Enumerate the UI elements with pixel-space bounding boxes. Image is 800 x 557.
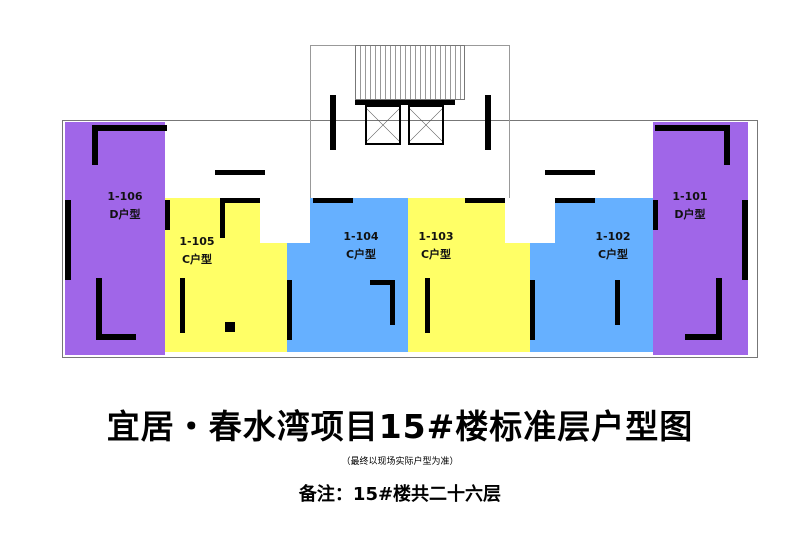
- light-well-right: [505, 198, 555, 243]
- plan-subtitle: （最终以现场实际户型为准）: [341, 457, 459, 467]
- plan-title: 宜居・春水湾项目15#楼标准层户型图: [106, 407, 694, 446]
- elevator-right: [408, 105, 444, 145]
- staircase: [355, 45, 465, 100]
- elevator-left: [365, 105, 401, 145]
- unit-1-101[interactable]: [653, 122, 748, 355]
- plan-note: 备注：15#楼共二十六层: [298, 484, 502, 505]
- unit-1-106[interactable]: [65, 122, 165, 355]
- light-well-left: [260, 198, 310, 243]
